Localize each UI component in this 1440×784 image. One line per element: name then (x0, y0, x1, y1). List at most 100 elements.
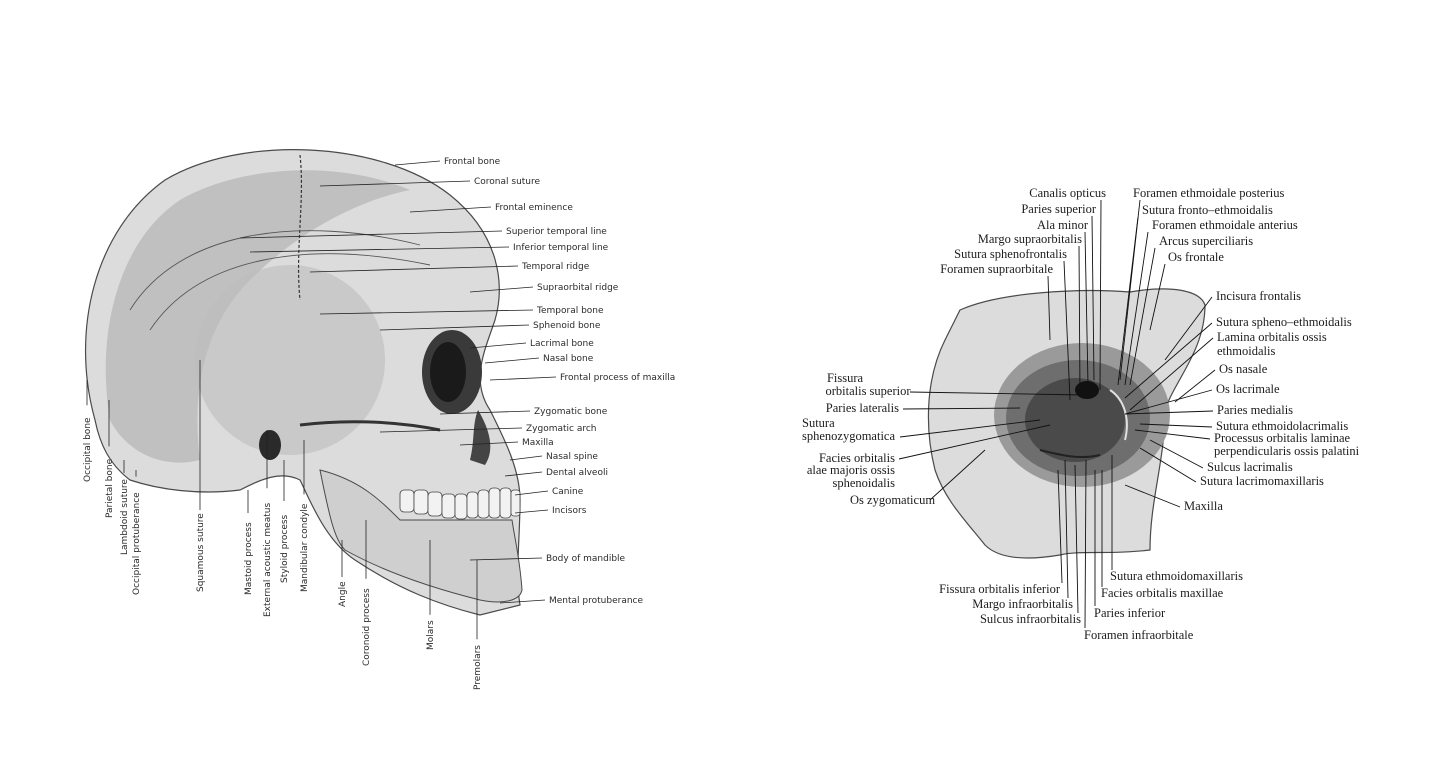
orbit-leader-sulcus-infraorbitalis (1074, 464, 1079, 614)
orbit-leader-paries-medialis (1124, 410, 1214, 415)
skull-leader-supraorbital-ridge (469, 286, 534, 293)
skull-label-styloid-process: Styloid process (280, 514, 290, 583)
orbit-leader-fissura-orbitalis-inferior (1057, 469, 1063, 584)
orbit-leader-foramen-supraorbitale (1047, 275, 1051, 341)
orbit-leader-canalis-opticus (1099, 199, 1102, 391)
skull-leader-mental-protuberance (499, 599, 546, 604)
skull-label-maxilla: Maxilla (522, 438, 554, 448)
skull-leader-frontal-bone (394, 160, 441, 166)
orbit-leader-lines (898, 199, 1216, 629)
skull-label-superior-temporal-line: Superior temporal line (506, 227, 607, 237)
orbit-leader-sutura-lacrimomaxillaris (1139, 447, 1197, 483)
skull-leader-zygomatic-arch (379, 427, 523, 433)
skull-leader-dental-alveoli (504, 471, 543, 477)
orbit-label-lamina-orbitalis-ossis: Lamina orbitalis ossis (1217, 330, 1327, 344)
skull-label-mental-protuberance: Mental protuberance (549, 596, 643, 606)
skull-leader-zygomatic-bone (439, 410, 531, 415)
skull-label-occipital-protuberance: Occipital protuberance (132, 492, 142, 595)
orbit-leader-sphenozygomatica (899, 419, 1041, 438)
skull-label-frontal-bone: Frontal bone (444, 157, 501, 167)
orbit-label-paries-medialis: Paries medialis (1217, 403, 1293, 417)
orbit-label-os-zygomaticum: Os zygomaticum (850, 493, 935, 507)
orbit-leader-ala-minor (1084, 231, 1089, 386)
skull-label-squamous-suture: Squamous suture (196, 513, 206, 592)
orbit-label-paries-superior: Paries superior (1021, 202, 1096, 216)
skull-label-coronal-suture: Coronal suture (474, 177, 541, 187)
skull-label-incisors: Incisors (552, 506, 587, 516)
skull-label-dental-alveoli: Dental alveoli (546, 468, 608, 478)
skull-label-occipital-bone: Occipital bone (83, 417, 93, 482)
orbit-label-processus-orbitalis-laminae: Processus orbitalis laminae (1214, 431, 1351, 445)
orbit-leader-paries-lateralis (902, 407, 1021, 410)
orbit-label-foramen-infraorbitale: Foramen infraorbitale (1084, 628, 1194, 642)
skull-leader-superior-temporal-line (239, 230, 503, 239)
skull-label-body-of-mandible: Body of mandible (546, 554, 626, 564)
skull-label-nasal-spine: Nasal spine (546, 452, 598, 462)
orbit-label-os-nasale: Os nasale (1219, 362, 1268, 376)
orbit-label-sphenoidalis: sphenoidalis (833, 476, 896, 490)
skull-label-angle: Angle (338, 581, 348, 607)
orbit-leader-os-lacrimale (1124, 389, 1213, 415)
skull-leader-canine (514, 490, 549, 496)
skull-label-temporal-ridge: Temporal ridge (521, 262, 590, 272)
skull-leader-inferior-temporal-line (249, 246, 510, 253)
skull-label-temporal-bone: Temporal bone (536, 306, 604, 316)
orbit-leader-facies-orbitalis (898, 424, 1051, 460)
skull-label-mandibular-condyle: Mandibular condyle (300, 503, 310, 592)
orbit-label-foramen-ethmoidale-posterius: Foramen ethmoidale posterius (1133, 186, 1284, 200)
orbit-label-facies-orbitalis-maxillae: Facies orbitalis maxillae (1101, 586, 1224, 600)
orbit-label-margo-infraorbitalis: Margo infraorbitalis (972, 597, 1073, 611)
orbit-label-paries-inferior: Paries inferior (1094, 606, 1166, 620)
orbit-leader-processus-orbitalis-laminae (1134, 429, 1211, 440)
orbit-label-foramen-ethmoidale-anterius: Foramen ethmoidale anterius (1152, 218, 1298, 232)
skull-illustration (84, 149, 523, 616)
skull-label-zygomatic-arch: Zygomatic arch (526, 424, 597, 434)
orbit-label-maxilla: Maxilla (1184, 499, 1223, 513)
skull-leader-incisors (514, 509, 549, 514)
skull-label-nasal-bone: Nasal bone (543, 354, 594, 364)
skull-label-lacrimal-bone: Lacrimal bone (530, 339, 594, 349)
orbit-leader-foramen-ethmoidale-anterius (1124, 231, 1149, 386)
orbit-leader-os-zygomaticum (929, 449, 986, 501)
orbit-leader-maxilla (1124, 484, 1181, 508)
skull-label-external-acoustic-meatus: External acoustic meatus (263, 503, 273, 617)
skull-leader-nasal-spine (509, 455, 543, 461)
orbit-label-fissura: Fissura (827, 371, 864, 385)
skull-label-premolars: Premolars (473, 645, 483, 690)
orbit-label-canalis-opticus: Canalis opticus (1029, 186, 1106, 200)
orbit-label-sulcus-lacrimalis: Sulcus lacrimalis (1207, 460, 1293, 474)
skull-label-sphenoid-bone: Sphenoid bone (533, 321, 601, 331)
skull-label-canine: Canine (552, 487, 584, 497)
skull-label-lambdoid-suture: Lambdoid suture (120, 479, 130, 555)
skull-label-molars: Molars (426, 620, 436, 650)
skull-label-frontal-process-of-maxilla: Frontal process of maxilla (560, 373, 675, 383)
orbit-label-foramen-supraorbitale: Foramen supraorbitale (940, 262, 1053, 276)
skull-leader-nasal-bone (484, 357, 540, 364)
orbit-label-sutura-ethmoidolacrimalis: Sutura ethmoidolacrimalis (1216, 419, 1348, 433)
skull-label-inferior-temporal-line: Inferior temporal line (513, 243, 609, 253)
orbit-leader-margo-supraorbitalis (1078, 245, 1081, 396)
skull-leader-sphenoid-bone (379, 324, 530, 331)
skull-label-supraorbital-ridge: Supraorbital ridge (537, 283, 619, 293)
orbit-label-perpendicularis-ossis-palatini: perpendicularis ossis palatini (1214, 444, 1360, 458)
orbit-label-margo-supraorbitalis: Margo supraorbitalis (978, 232, 1082, 246)
orbit-leader-sutura-spheno-ethmoidalis (1124, 322, 1213, 399)
skull-leader-lines (86, 160, 557, 640)
orbit-label-os-lacrimale: Os lacrimale (1216, 382, 1280, 396)
orbit-label-ala-minor: Ala minor (1037, 218, 1089, 232)
orbit-label-facies-orbitalis: Facies orbitalis (819, 451, 895, 465)
skull-label-parietal-bone: Parietal bone (105, 458, 115, 518)
orbit-label-sphenozygomatica: sphenozygomatica (802, 429, 895, 443)
orbit-leader-lamina-orbitalis-ossis (1129, 337, 1214, 411)
skull-leader-frontal-eminence (409, 206, 492, 213)
skull-label-zygomatic-bone: Zygomatic bone (534, 407, 608, 417)
skull-leader-temporal-bone (319, 309, 534, 315)
orbit-label-alae-majoris-ossis: alae majoris ossis (807, 463, 895, 477)
orbit-label-paries-lateralis: Paries lateralis (826, 401, 899, 415)
orbit-leader-margo-infraorbitalis (1064, 459, 1069, 599)
orbit-label-sutura-sphenofrontalis: Sutura sphenofrontalis (954, 247, 1067, 261)
orbit-leader-foramen-infraorbitale (1084, 459, 1087, 629)
